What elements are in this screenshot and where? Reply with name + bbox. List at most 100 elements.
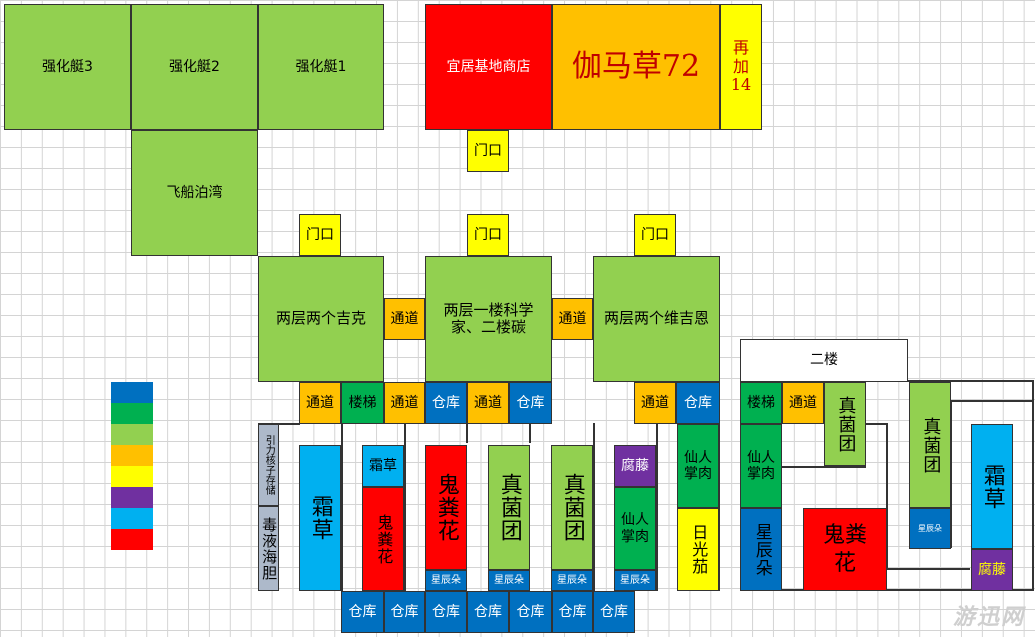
- rot-vine: 腐藤: [971, 549, 1013, 591]
- storage: 仓库: [425, 591, 467, 633]
- door-label: 门口: [474, 226, 502, 243]
- storage-label: 仓库: [432, 394, 460, 411]
- star-flower-vertical: 星辰朵: [740, 508, 782, 591]
- room-boat-1: 强化艇1: [258, 4, 384, 130]
- wall: [866, 423, 888, 425]
- frost-grass-small: 霜草: [362, 445, 404, 487]
- passage: 通道: [467, 382, 509, 424]
- wall: [466, 423, 468, 443]
- room-label: 星辰朵: [751, 522, 772, 577]
- door-label: 门口: [474, 142, 502, 159]
- room-label: 日光茄: [689, 524, 709, 575]
- storage-label: 仓库: [684, 394, 712, 411]
- room-label: 飞船泊湾: [166, 184, 223, 201]
- door: 门口: [299, 214, 341, 256]
- wall: [908, 380, 1034, 382]
- room-airship-dock: 飞船泊湾: [131, 130, 258, 256]
- room-label: 强化艇1: [295, 58, 347, 75]
- passage-label: 通道: [306, 394, 334, 411]
- wall: [656, 423, 658, 591]
- frost-grass-right: 霜草: [971, 424, 1013, 549]
- passage-label: 通道: [641, 394, 669, 411]
- storage: 仓库: [341, 591, 384, 633]
- passage: 通道: [782, 382, 824, 424]
- second-floor: 二楼: [740, 339, 908, 382]
- storage: 仓库: [384, 591, 425, 633]
- frost-grass: 霜草: [299, 445, 341, 591]
- storage-label: 仓库: [348, 603, 377, 620]
- stairs: 楼梯: [341, 382, 384, 424]
- passage: 通道: [299, 382, 341, 424]
- room-label: 宜居基地商店: [446, 58, 531, 75]
- true-fungus: 真菌团: [909, 382, 951, 508]
- storage: 仓库: [552, 591, 593, 633]
- room-two-floor-jike: 两层两个吉克: [258, 256, 384, 382]
- room-two-floor-weijien: 两层两个维吉恩: [593, 256, 720, 382]
- room-label: 霜草: [979, 463, 1005, 510]
- room-label: 真菌团: [920, 416, 942, 474]
- room-label: 强化艇2: [169, 58, 220, 75]
- passage: 通道: [384, 382, 425, 424]
- legend-swatch: [111, 529, 153, 550]
- storage: 仓库: [676, 382, 720, 424]
- room-label: 真菌团: [559, 473, 585, 542]
- wall: [886, 423, 888, 569]
- room-label: 仙人掌肉: [621, 512, 649, 545]
- storage-label: 仓库: [432, 603, 460, 620]
- wall: [740, 589, 1034, 591]
- storage: 仓库: [593, 591, 635, 633]
- room-label: 腐藤: [621, 457, 649, 474]
- legend-swatch: [111, 382, 153, 403]
- cactus-meat: 仙人掌肉: [614, 487, 656, 570]
- storage-label: 仓库: [600, 603, 628, 620]
- venom-sac: 毒液海胆: [258, 506, 279, 591]
- star-flower-small: 星辰朵: [425, 570, 467, 591]
- door: 门口: [634, 214, 676, 256]
- storage: 仓库: [509, 591, 552, 633]
- door-label: 门口: [641, 226, 669, 243]
- room-label: 星辰朵: [494, 574, 524, 586]
- wall: [782, 466, 866, 468]
- stairs-label: 楼梯: [747, 394, 775, 411]
- wall: [950, 400, 1032, 402]
- passage-label: 通道: [789, 394, 817, 411]
- ghost-flower-right: 鬼粪花: [803, 508, 887, 591]
- room-label: 两层两个吉克: [275, 309, 366, 328]
- passage: 通道: [634, 382, 676, 424]
- wall: [404, 423, 406, 591]
- room-two-floor-scientist: 两层一楼科学家、二楼碳: [425, 256, 552, 382]
- room-label: 星辰朵: [431, 574, 461, 586]
- legend-swatch: [111, 508, 153, 529]
- door: 门口: [467, 130, 509, 172]
- legend-swatch: [111, 466, 153, 487]
- room-label: 仙人掌肉: [747, 449, 775, 482]
- storage-label: 仓库: [516, 603, 545, 620]
- passage-label: 通道: [558, 310, 587, 327]
- room-label: 两层两个维吉恩: [603, 309, 709, 328]
- legend-swatch: [111, 403, 153, 424]
- room-label: 真菌团: [496, 473, 522, 542]
- room-boat-2: 强化艇2: [131, 4, 258, 130]
- passage-label: 通道: [390, 310, 419, 327]
- wall: [718, 423, 720, 591]
- room-label: 引力核子存储: [263, 435, 275, 495]
- star-flower-small: 星辰朵: [909, 508, 951, 549]
- gravity-core-storage: 引力核子存储: [258, 424, 279, 506]
- storage-label: 仓库: [474, 603, 502, 620]
- room-label: 仙人掌肉: [684, 449, 712, 482]
- passage-label: 通道: [474, 394, 502, 411]
- room-label: 真菌团: [835, 395, 857, 453]
- room-label: 霜草: [369, 457, 397, 474]
- ghost-flower: 鬼粪花: [362, 487, 404, 591]
- storage: 仓库: [509, 382, 552, 424]
- wall: [593, 423, 595, 591]
- wall: [886, 568, 970, 570]
- ghost-flower-large: 鬼粪花: [425, 445, 467, 570]
- storage-label: 仓库: [390, 603, 419, 620]
- star-flower-small: 星辰朵: [614, 570, 656, 591]
- legend-swatch: [111, 424, 153, 445]
- cactus-meat: 仙人掌肉: [677, 424, 719, 508]
- passage-label: 通道: [390, 394, 419, 411]
- room-label: 鬼粪花: [374, 513, 394, 565]
- legend-swatch: [111, 445, 153, 466]
